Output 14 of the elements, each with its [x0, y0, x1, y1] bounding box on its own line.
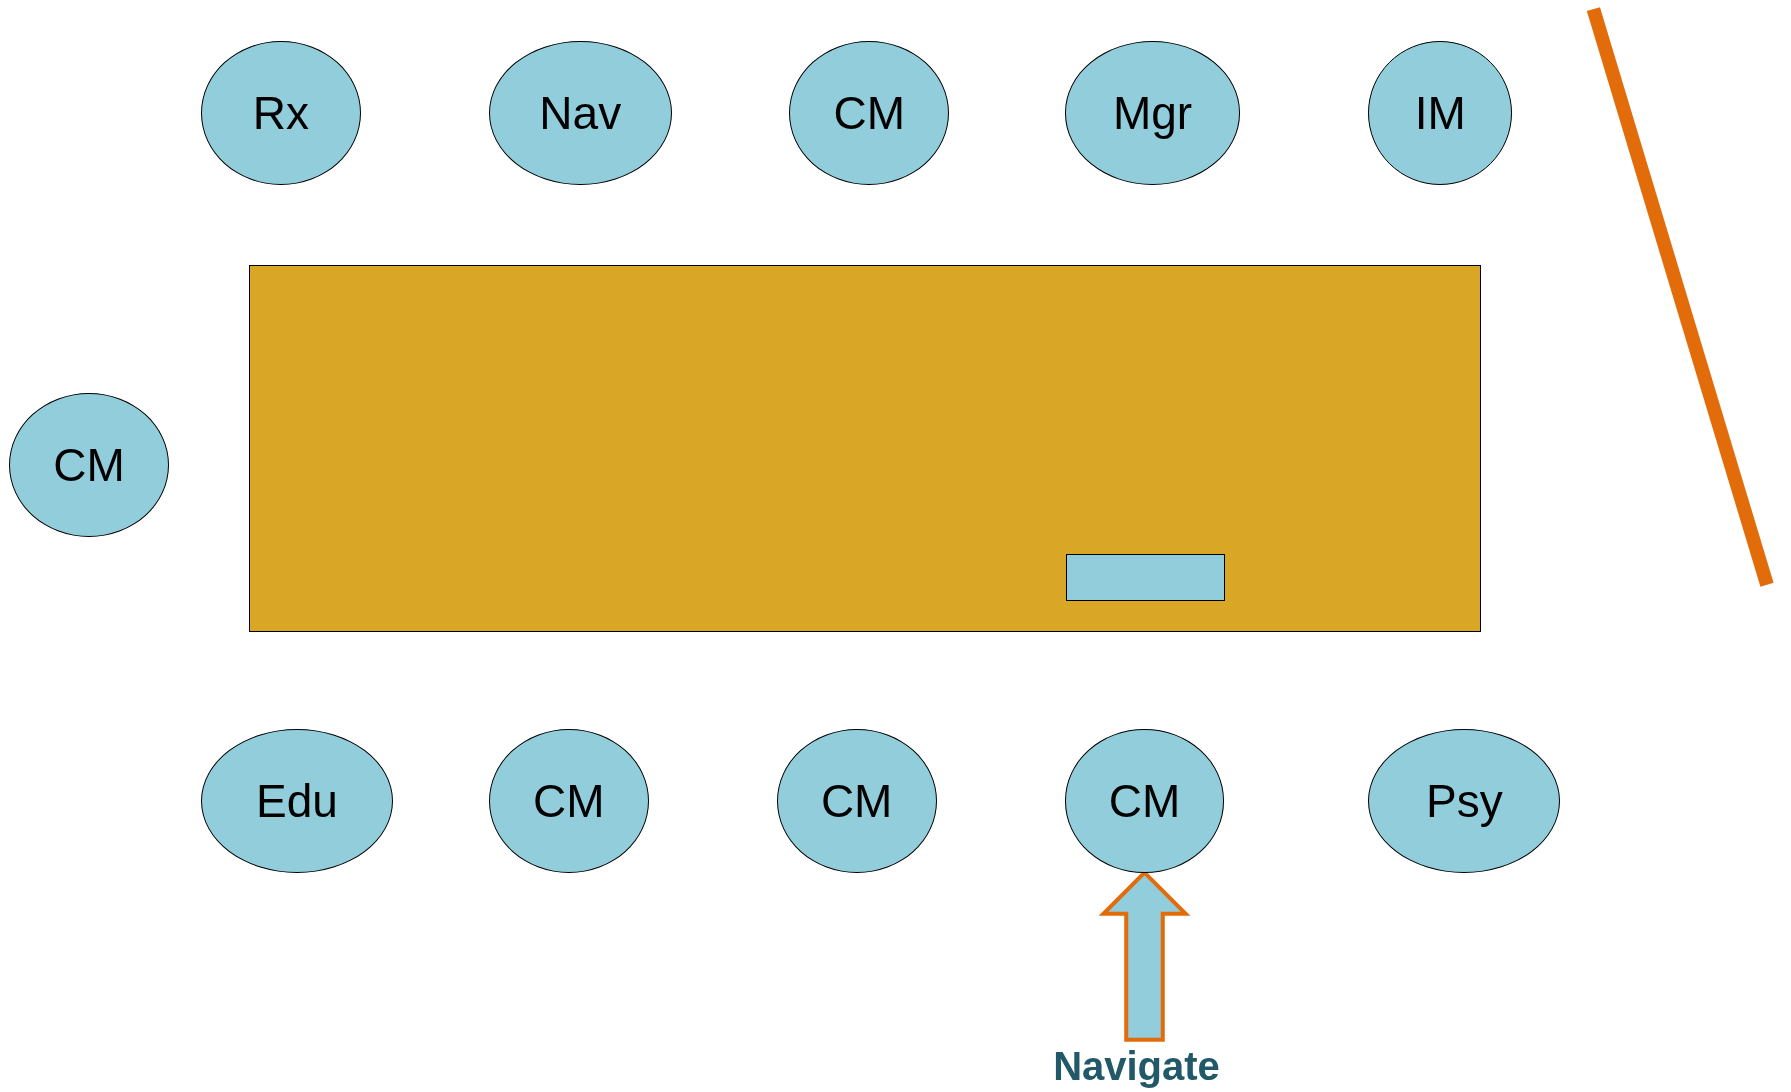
seat-label: Mgr	[1112, 86, 1193, 141]
navigate-label: Navigate	[1053, 1044, 1220, 1090]
seat-label: IM	[1414, 86, 1466, 141]
seat-label: CM	[53, 437, 125, 492]
seat-label: CM	[533, 773, 605, 828]
seat-label: CM	[820, 773, 893, 828]
seat-label: Edu	[256, 773, 338, 828]
table-rectangle	[249, 265, 1482, 632]
seat-label: Psy	[1425, 773, 1503, 828]
seat-label: CM	[833, 86, 905, 141]
seat-label: Rx	[252, 86, 310, 141]
seat-label: CM	[1108, 773, 1181, 828]
seat-label: Nav	[539, 86, 622, 141]
table-marker-rectangle	[1065, 553, 1226, 601]
